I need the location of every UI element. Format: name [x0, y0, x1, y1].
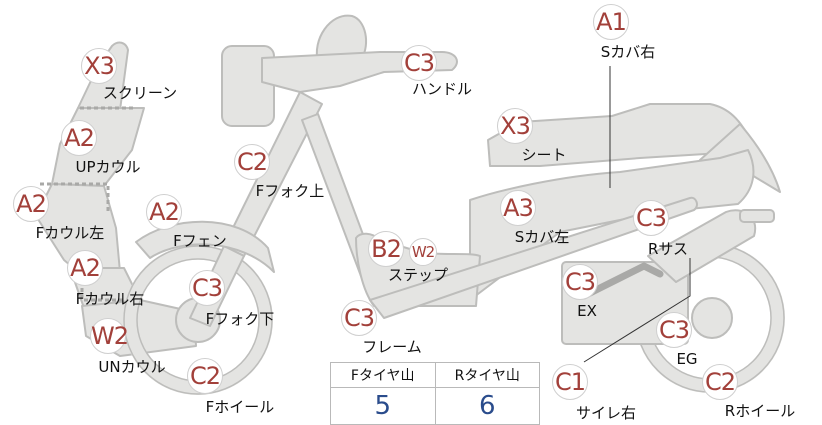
un-cowl-label: UNカウル [98, 358, 165, 376]
r-wheel-label: Rホイール [725, 402, 795, 420]
step-code[interactable]: B2 [368, 231, 404, 267]
r-wheel-code[interactable]: C2 [702, 364, 738, 400]
exhaust-code[interactable]: C3 [562, 264, 598, 300]
front-tread-header: Fタイヤ山 [331, 363, 436, 388]
step-code-secondary[interactable]: W2 [409, 238, 437, 266]
front-tread-value: 5 [331, 388, 436, 425]
f-fork-upper-label: Fフォク上 [256, 182, 325, 200]
f-wheel-label: Fホイール [206, 398, 275, 416]
r-suspension-code[interactable]: C3 [633, 200, 669, 236]
f-cowl-right-label: Fカウル右 [76, 290, 145, 308]
f-fork-upper-code[interactable]: C2 [234, 144, 270, 180]
screen-label: スクリーン [103, 84, 177, 102]
r-suspension-label: Rサス [648, 240, 688, 258]
f-cowl-right-code[interactable]: A2 [67, 250, 103, 286]
muffler-right-label: サイレ右 [576, 404, 636, 422]
rear-tread-header: Rタイヤ山 [435, 363, 540, 388]
f-cowl-left-label: Fカウル左 [36, 224, 105, 242]
tire-tread-table: Fタイヤ山 Rタイヤ山 5 6 [330, 362, 540, 425]
f-fender-label: Fフェン [173, 232, 227, 250]
f-wheel-code[interactable]: C2 [187, 358, 223, 394]
f-fork-lower-label: Fフォク下 [206, 310, 275, 328]
f-cowl-left-code[interactable]: A2 [13, 186, 49, 222]
seat-code[interactable]: X3 [497, 108, 533, 144]
seat-label: シート [521, 146, 566, 164]
s-cover-left-code[interactable]: A3 [500, 190, 536, 226]
s-cover-right-label: Sカバ右 [601, 43, 656, 61]
handle-label: ハンドル [412, 80, 472, 98]
engine-code[interactable]: C3 [656, 312, 692, 348]
f-fork-lower-code[interactable]: C3 [189, 270, 225, 306]
muffler-right-code[interactable]: C1 [552, 364, 588, 400]
rear-tread-value: 6 [435, 388, 540, 425]
step-label: ステップ [388, 266, 448, 284]
un-cowl-code[interactable]: W2 [90, 318, 126, 354]
handle-code[interactable]: C3 [401, 45, 437, 81]
exhaust-label: EX [577, 302, 597, 320]
s-cover-left-label: Sカバ左 [515, 228, 570, 246]
screen-code[interactable]: X3 [81, 48, 117, 84]
frame-code[interactable]: C3 [341, 300, 377, 336]
up-cowl-code[interactable]: A2 [61, 120, 97, 156]
s-cover-right-code[interactable]: A1 [593, 4, 629, 40]
up-cowl-label: UPカウル [75, 158, 140, 176]
engine-label: EG [676, 350, 697, 368]
frame-label: フレーム [362, 338, 422, 356]
f-fender-code[interactable]: A2 [146, 194, 182, 230]
